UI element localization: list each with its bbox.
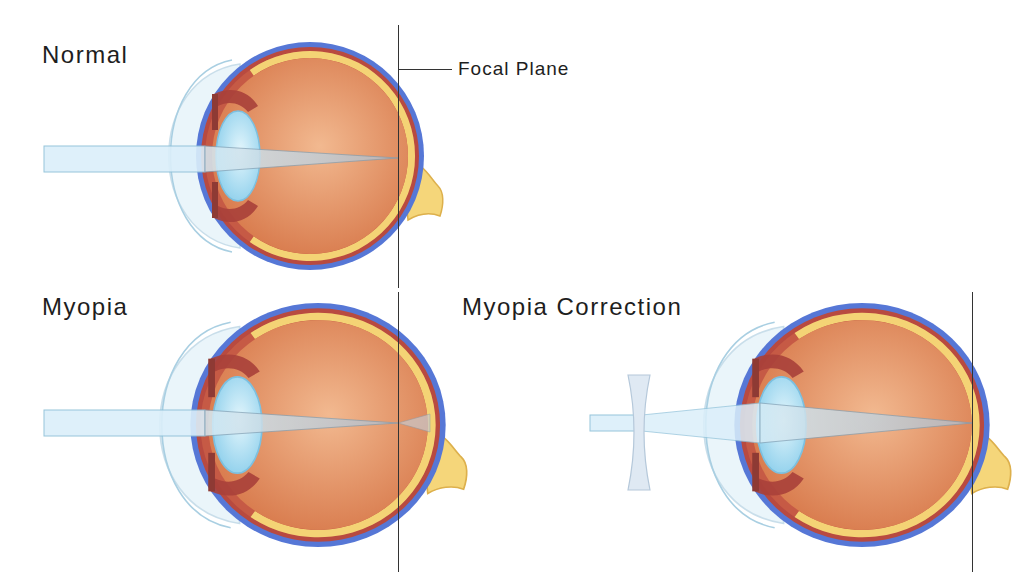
panel-title: Normal <box>42 42 128 68</box>
callout-label: Focal Plane <box>458 59 569 80</box>
illustration-part <box>398 414 430 432</box>
illustration-part <box>760 403 972 443</box>
myopic-eye <box>160 303 467 547</box>
focal-plane-line <box>398 25 399 288</box>
leader-line <box>399 69 452 70</box>
light-beam <box>590 403 972 443</box>
light-beam <box>44 410 430 436</box>
illustration-part <box>205 410 398 436</box>
normal-eye <box>169 42 443 270</box>
concave-lens <box>628 375 650 490</box>
panel-title: Myopia Correction <box>462 294 682 320</box>
illustration-part <box>205 146 398 172</box>
light-beam <box>44 146 398 172</box>
illustration-part <box>44 146 205 172</box>
panel-title: Myopia <box>42 294 128 320</box>
focal-plane-line <box>972 292 973 572</box>
focal-plane-line <box>398 292 399 572</box>
illustration-part <box>44 410 205 436</box>
illustration-part <box>590 415 636 431</box>
illustration-part <box>642 403 760 443</box>
